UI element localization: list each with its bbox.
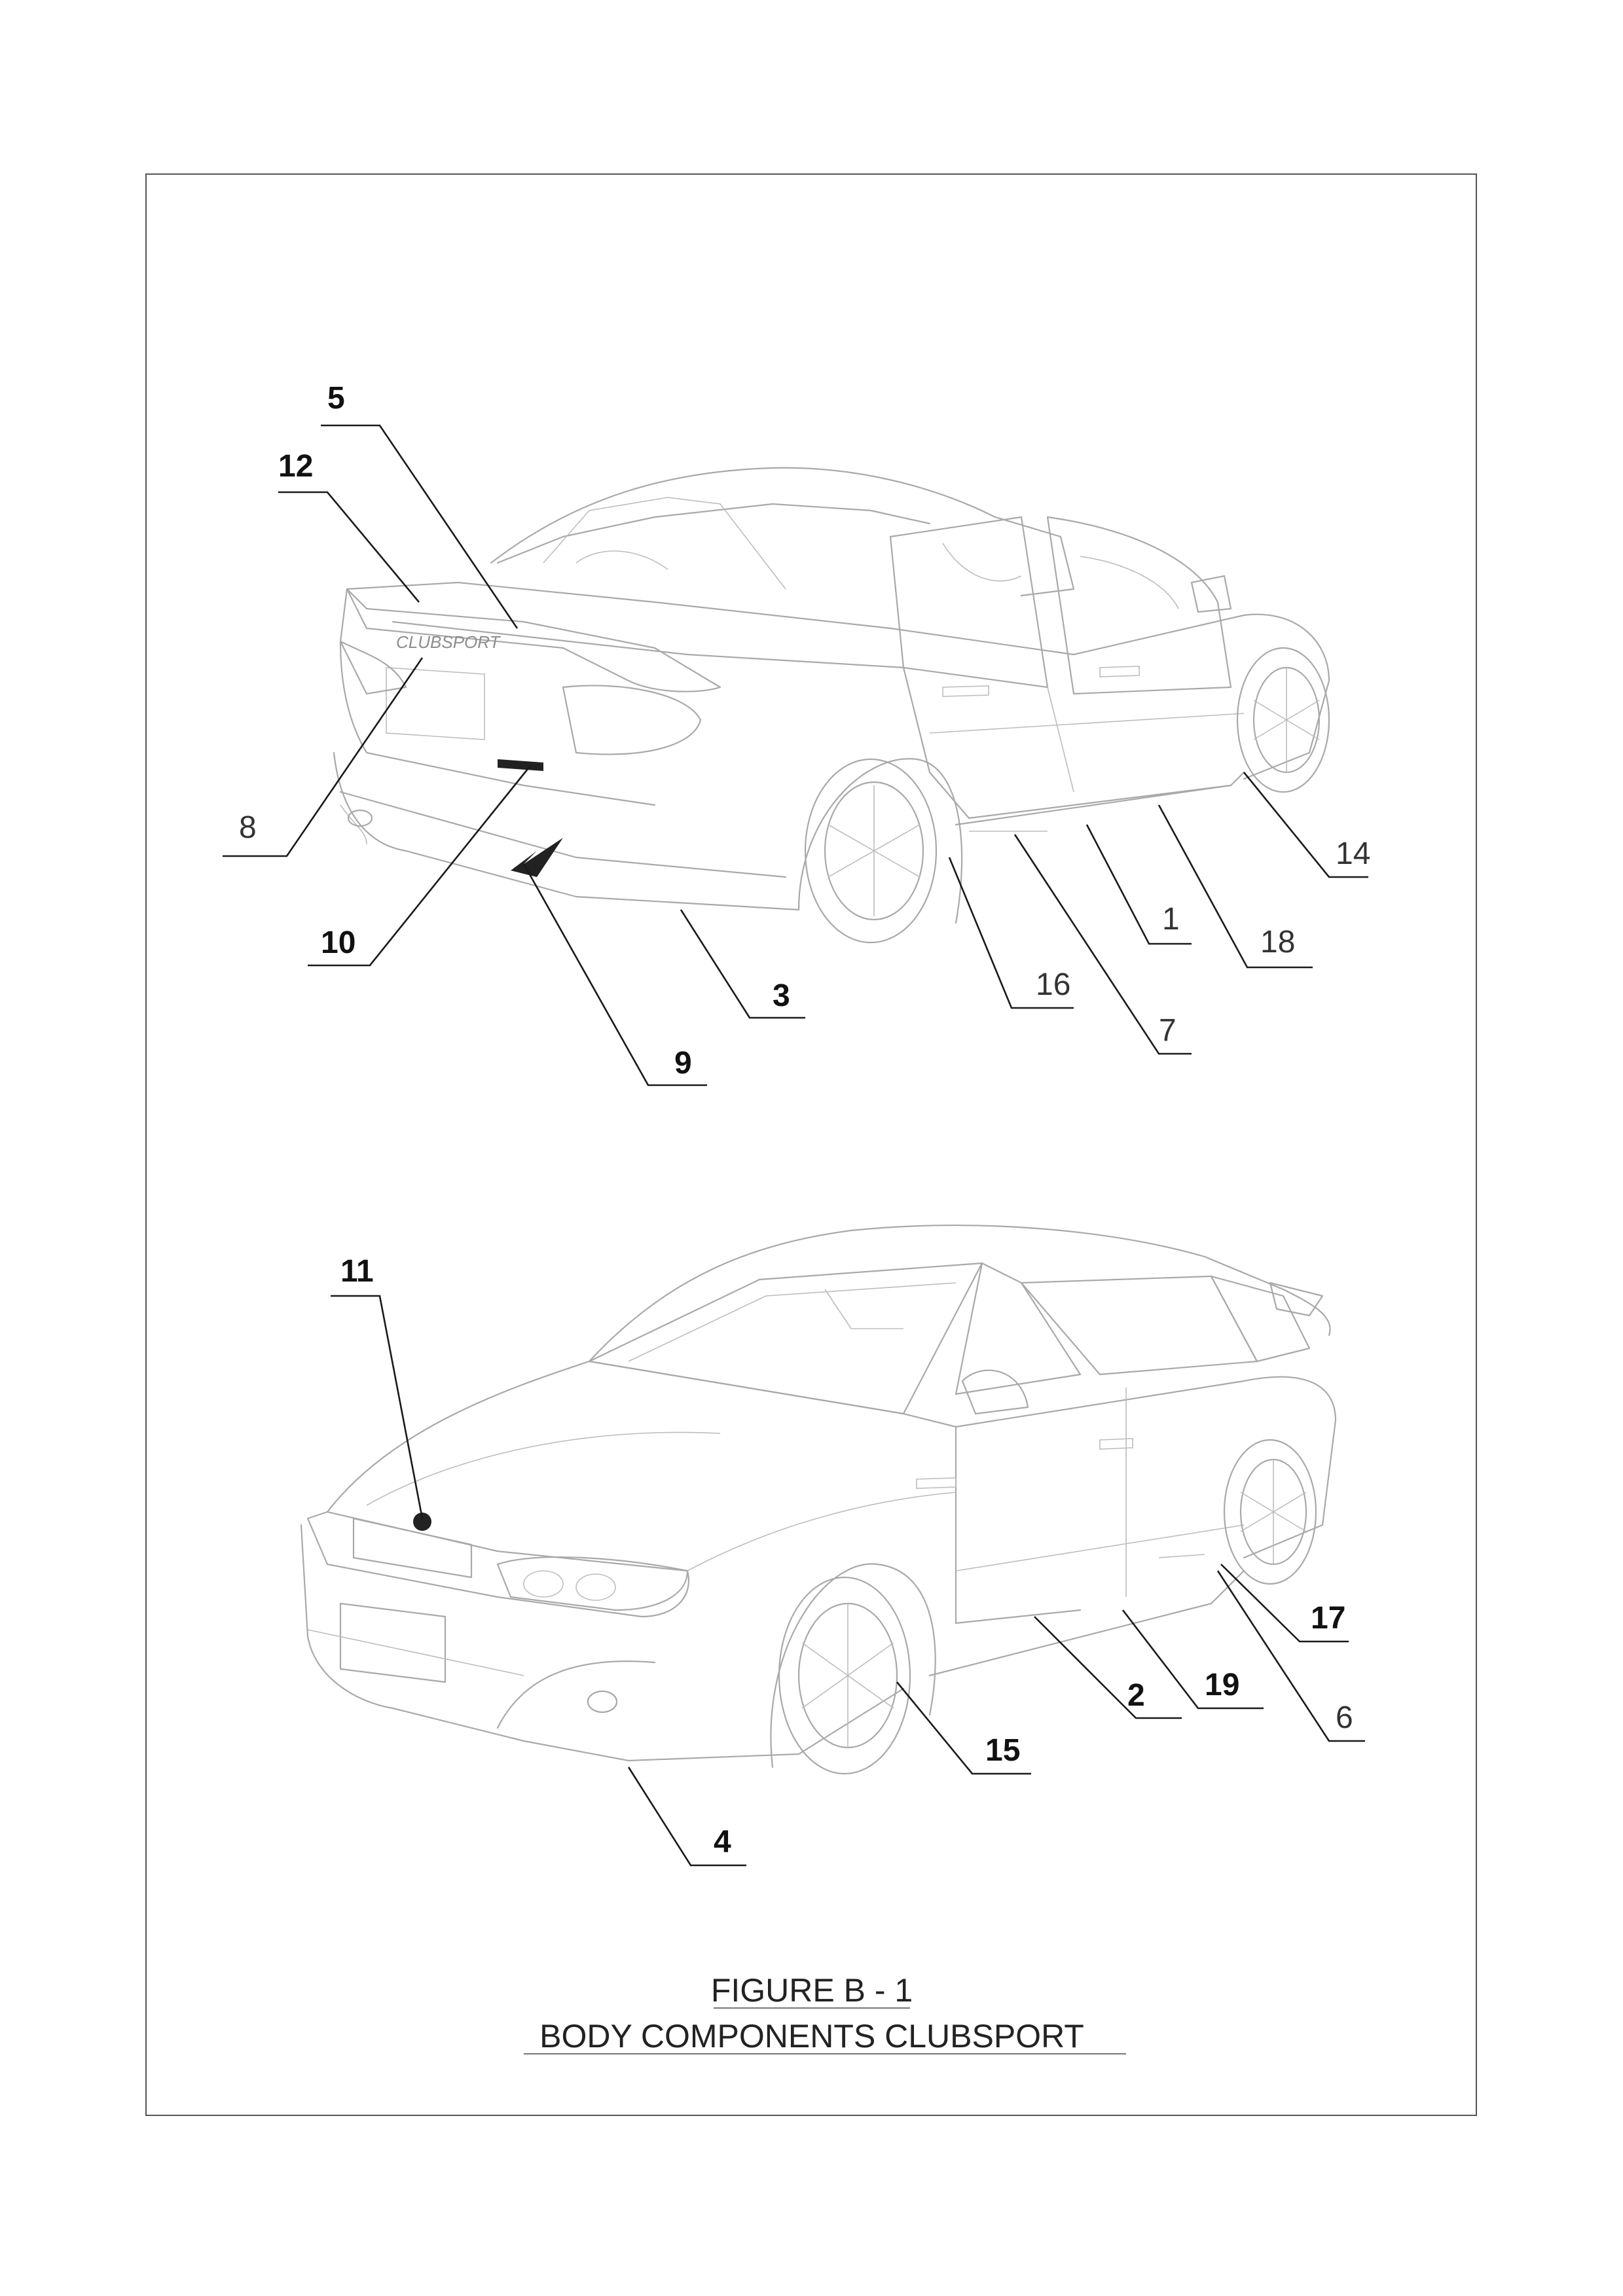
caption-title: BODY COMPONENTS CLUBSPORT (539, 2018, 1084, 2054)
callout-6: 6 (1336, 1700, 1353, 1735)
rear-view-car: CLUBSPORT (334, 468, 1329, 942)
callout-12: 12 (278, 449, 313, 484)
rear-view-leaders (223, 425, 1368, 1085)
callout-10: 10 (321, 925, 356, 960)
rear-view-labels: 5 12 8 10 9 3 16 7 1 18 14 (239, 381, 1370, 1081)
callout-19: 19 (1205, 1668, 1239, 1702)
callout-2: 2 (1127, 1678, 1145, 1713)
callout-7: 7 (1159, 1013, 1176, 1048)
callout-3: 3 (773, 978, 790, 1013)
caption-figure-number: FIGURE B - 1 (711, 1972, 913, 2009)
callout-17: 17 (1311, 1601, 1345, 1636)
callout-14: 14 (1336, 836, 1370, 871)
callout-1: 1 (1162, 902, 1180, 937)
front-view-car (301, 1225, 1336, 1774)
callout-11: 11 (340, 1254, 374, 1289)
rear-clubsport-badge-text: CLUBSPORT (396, 632, 501, 652)
front-view-labels: 11 17 19 2 6 15 4 (340, 1254, 1353, 1859)
callout-9: 9 (674, 1046, 692, 1081)
callout-8: 8 (239, 810, 257, 845)
front-view-leaders (331, 1296, 1365, 1865)
callout-4: 4 (714, 1825, 731, 1859)
callout-18: 18 (1260, 925, 1295, 960)
callout-5: 5 (327, 381, 345, 416)
callout-16: 16 (1036, 967, 1070, 1002)
callout-15: 15 (985, 1733, 1020, 1768)
figure-caption: FIGURE B - 1 BODY COMPONENTS CLUBSPORT (524, 1972, 1126, 2054)
